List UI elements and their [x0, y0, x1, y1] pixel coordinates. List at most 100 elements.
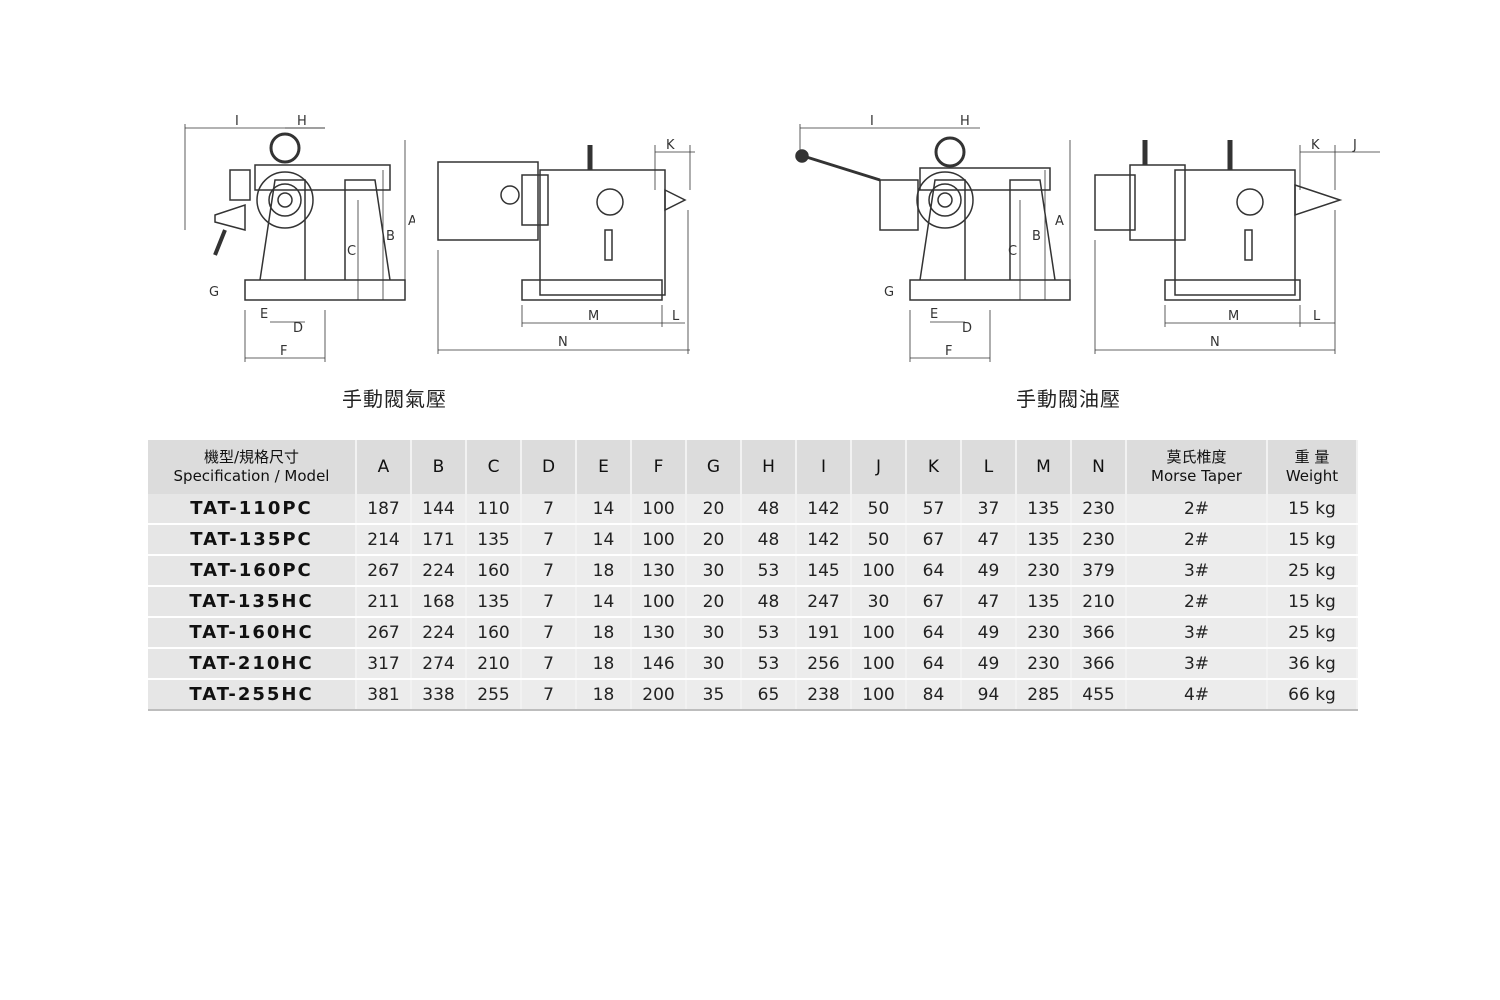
weight-cell: 25 kg [1267, 617, 1358, 649]
dim-cell-g: 20 [686, 494, 742, 525]
dim-cell-a: 317 [356, 648, 412, 680]
dim-cell-e: 14 [576, 524, 632, 556]
dim-cell-f: 200 [631, 679, 687, 711]
dim-cell-j: 50 [851, 524, 907, 556]
dim-cell-i: 238 [796, 679, 852, 711]
dim-cell-f: 100 [631, 494, 687, 525]
dim-cell-f: 100 [631, 524, 687, 556]
dim-cell-b: 224 [411, 555, 467, 587]
dim-cell-n: 366 [1071, 617, 1127, 649]
dim-cell-g: 30 [686, 648, 742, 680]
dim-cell-l: 94 [961, 679, 1017, 711]
dim-label-a: A [1055, 214, 1064, 229]
dim-label-l: L [1313, 309, 1321, 324]
dim-cell-f: 130 [631, 555, 687, 587]
dim-cell-g: 20 [686, 586, 742, 618]
header-col-c: C [466, 440, 522, 494]
dim-cell-a: 381 [356, 679, 412, 711]
dim-cell-n: 210 [1071, 586, 1127, 618]
weight-cell: 15 kg [1267, 524, 1358, 556]
dim-cell-h: 48 [741, 494, 797, 525]
dim-cell-f: 100 [631, 586, 687, 618]
dim-cell-b: 224 [411, 617, 467, 649]
dim-label-g: G [884, 285, 894, 300]
dim-cell-d: 7 [521, 617, 577, 649]
header-col-f: F [631, 440, 687, 494]
dim-label-n: N [558, 335, 568, 350]
dim-cell-e: 14 [576, 586, 632, 618]
dim-label-g: G [209, 285, 219, 300]
dim-cell-d: 7 [521, 586, 577, 618]
dim-cell-h: 65 [741, 679, 797, 711]
dim-cell-e: 18 [576, 679, 632, 711]
header-spec-cn: 機型/規格尺寸 [203, 448, 300, 466]
header-taper-en: Morse Taper [1151, 467, 1242, 485]
dim-cell-m: 135 [1016, 586, 1072, 618]
header-taper-cn: 莫氏椎度 [1166, 448, 1227, 466]
dim-cell-n: 366 [1071, 648, 1127, 680]
header-col-b: B [411, 440, 467, 494]
caption-hydraulic: 手動閥油壓 [1016, 387, 1121, 411]
taper-cell: 2# [1126, 524, 1268, 556]
dim-cell-b: 338 [411, 679, 467, 711]
dim-cell-k: 67 [906, 586, 962, 618]
taper-cell: 2# [1126, 586, 1268, 618]
dim-cell-c: 255 [466, 679, 522, 711]
dim-cell-h: 53 [741, 648, 797, 680]
dim-cell-e: 18 [576, 648, 632, 680]
dim-cell-d: 7 [521, 494, 577, 525]
caption-pneumatic: 手動閥氣壓 [342, 387, 447, 411]
dim-cell-b: 171 [411, 524, 467, 556]
taper-cell: 3# [1126, 617, 1268, 649]
dim-cell-l: 49 [961, 555, 1017, 587]
header-col-n: N [1071, 440, 1127, 494]
dim-cell-a: 211 [356, 586, 412, 618]
dim-label-h: H [297, 114, 307, 129]
dim-cell-g: 30 [686, 555, 742, 587]
header-morse-taper: 莫氏椎度 Morse Taper [1126, 440, 1268, 494]
dim-label-n: N [1210, 335, 1220, 350]
dim-cell-g: 30 [686, 617, 742, 649]
dim-label-e: E [260, 307, 268, 322]
dim-label-j: J [1352, 138, 1357, 153]
dim-label-i: I [235, 114, 239, 129]
dim-cell-i: 247 [796, 586, 852, 618]
dim-cell-i: 145 [796, 555, 852, 587]
header-col-h: H [741, 440, 797, 494]
dim-cell-m: 230 [1016, 617, 1072, 649]
dim-label-m: M [1228, 309, 1239, 324]
dim-cell-h: 48 [741, 524, 797, 556]
dim-label-d: D [962, 321, 972, 336]
dim-cell-h: 53 [741, 555, 797, 587]
hydraulic-side-view-drawing: K J M L N [1085, 130, 1385, 360]
dim-cell-l: 49 [961, 648, 1017, 680]
header-col-m: M [1016, 440, 1072, 494]
dim-label-i: I [870, 114, 874, 129]
pneumatic-front-view-drawing: I H A B C G E D F [175, 110, 415, 365]
dim-cell-c: 160 [466, 555, 522, 587]
dim-cell-h: 48 [741, 586, 797, 618]
dim-label-c: C [1008, 244, 1017, 259]
model-cell: TAT-135PC [148, 524, 357, 556]
dim-cell-l: 37 [961, 494, 1017, 525]
dim-cell-l: 47 [961, 586, 1017, 618]
dim-cell-c: 210 [466, 648, 522, 680]
dim-cell-a: 267 [356, 555, 412, 587]
dim-cell-m: 135 [1016, 494, 1072, 525]
dim-cell-k: 67 [906, 524, 962, 556]
dim-cell-f: 146 [631, 648, 687, 680]
header-col-g: G [686, 440, 742, 494]
table-header-row: 機型/規格尺寸 Specification / Model A B C D E … [148, 440, 1358, 494]
dim-cell-i: 142 [796, 494, 852, 525]
model-cell: TAT-110PC [148, 494, 357, 525]
hydraulic-front-view-drawing: I H A B C G E D F [790, 110, 1080, 365]
dim-cell-j: 50 [851, 494, 907, 525]
dim-cell-a: 267 [356, 617, 412, 649]
header-col-d: D [521, 440, 577, 494]
dim-cell-c: 110 [466, 494, 522, 525]
dim-cell-c: 160 [466, 617, 522, 649]
dim-cell-b: 144 [411, 494, 467, 525]
taper-cell: 3# [1126, 555, 1268, 587]
